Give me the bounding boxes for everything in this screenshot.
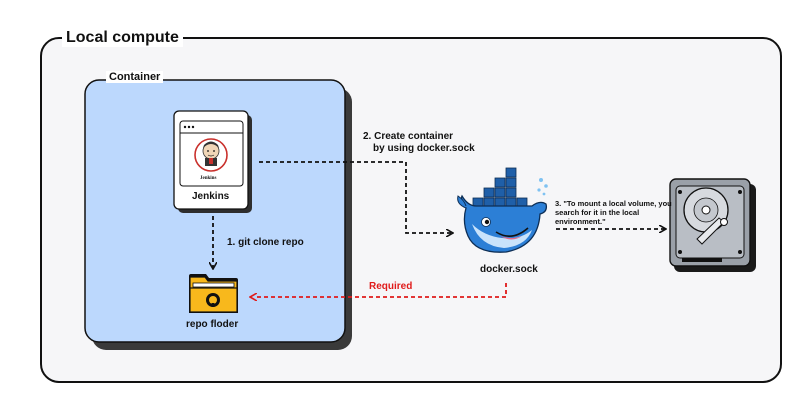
step1-label: 1. git clone repo <box>227 237 304 248</box>
hard-drive-icon <box>669 178 756 272</box>
arrow-create-container <box>259 161 452 233</box>
local-compute-title: Local compute <box>62 29 183 47</box>
docker-label: docker.sock <box>480 264 538 275</box>
step3-label: 3. "To mount a local volume, you search … <box>555 199 672 226</box>
step2-label-line2: by using docker.sock <box>373 143 475 154</box>
jenkins-logo-text: Jenkins <box>200 176 217 181</box>
jenkins-icon <box>194 138 228 172</box>
arrow-required <box>256 283 507 297</box>
required-label: Required <box>369 281 413 292</box>
folder-github-icon <box>189 274 238 313</box>
step2-label-line1: 2. Create container <box>363 131 454 142</box>
repo-folder-label: repo floder <box>186 319 239 330</box>
docker-whale-icon <box>457 167 548 253</box>
jenkins-label: Jenkins <box>192 191 230 202</box>
container-title: Container <box>106 71 164 83</box>
jenkins-card <box>173 110 252 213</box>
